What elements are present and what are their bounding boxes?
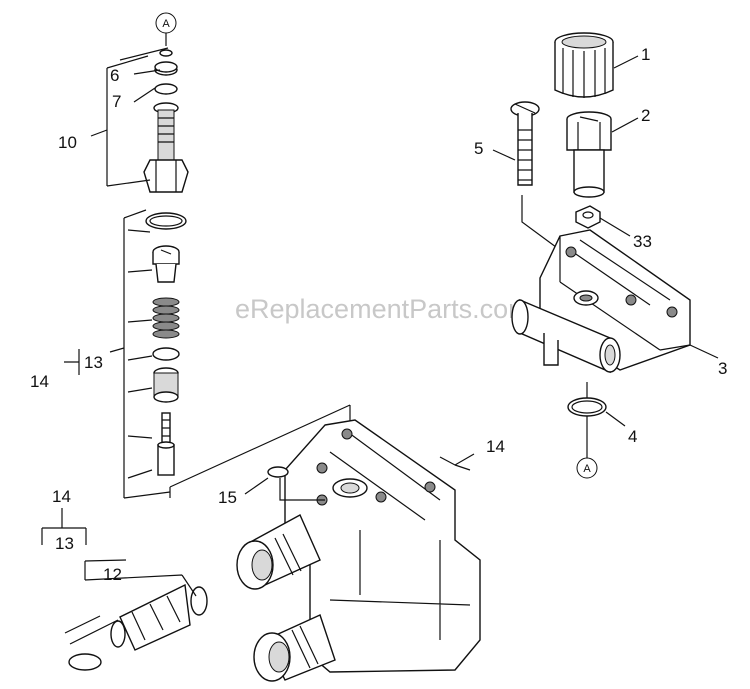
pump-housing: [236, 419, 481, 682]
o-ring-middle: [152, 347, 180, 361]
callout-12: 12: [103, 565, 122, 584]
callout-3: 3: [718, 359, 727, 378]
callout-5: 5: [474, 139, 483, 158]
valve-pin: [157, 412, 175, 476]
callout-14-upper-left: 14: [30, 372, 49, 391]
valve-guide: [153, 367, 179, 403]
callout-4: 4: [628, 427, 637, 446]
callout-14-housing: 14: [486, 437, 505, 456]
reference-a-top: A: [155, 12, 177, 34]
callout-15: 15: [218, 488, 237, 507]
part-1-knob: [554, 32, 614, 98]
part-6-ring: [154, 61, 178, 76]
svg-text:A: A: [583, 463, 591, 475]
callout-6: 6: [110, 66, 119, 85]
small-ring: [159, 49, 173, 57]
callout-1: 1: [641, 45, 650, 64]
callout-7: 7: [112, 92, 121, 111]
part-7-o-ring: [154, 83, 178, 95]
watermark: eReplacementParts.com: [235, 294, 531, 324]
part-2-adjuster: [566, 111, 612, 198]
part-3-unloader-body: [511, 229, 691, 374]
callout-13-lower: 13: [55, 534, 74, 553]
callout-2: 2: [641, 106, 650, 125]
bypass-valve: [64, 583, 208, 671]
part-5-screw: [510, 101, 540, 186]
part-15-o-ring: [267, 466, 289, 478]
valve-seat: [152, 245, 180, 283]
callout-14-lower-left: 14: [52, 487, 71, 506]
svg-text:A: A: [162, 18, 170, 30]
callout-33: 33: [633, 232, 652, 251]
reference-a-right: A: [576, 457, 598, 479]
callout-13-upper: 13: [84, 353, 103, 372]
part-10-valve-stem: [143, 102, 189, 193]
part-33-nut: [575, 205, 601, 229]
spring: [152, 297, 180, 339]
callout-10: 10: [58, 133, 77, 152]
